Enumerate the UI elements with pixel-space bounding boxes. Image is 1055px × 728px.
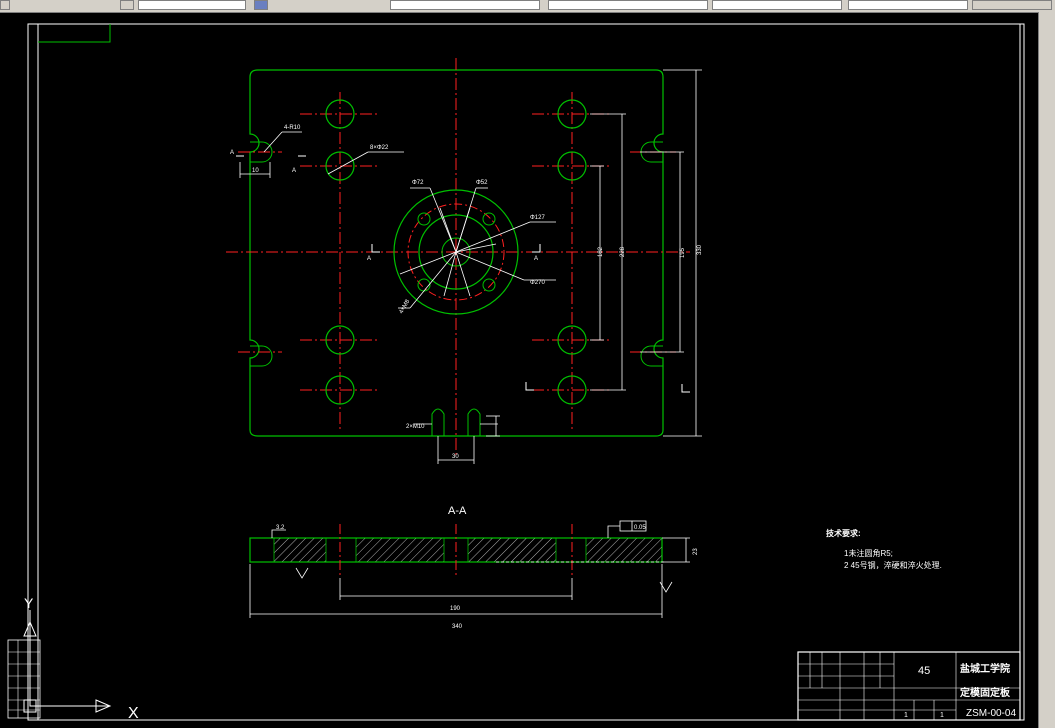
tech-req-1: 1未注圆角R5; <box>844 548 893 558</box>
rough-label: 3.2 <box>276 525 285 531</box>
dim-30: 30 <box>452 454 459 460</box>
school-name: 盐城工学院 <box>960 662 1010 675</box>
ucs-x-label: X <box>128 705 139 722</box>
sec-a-1: A <box>230 150 234 156</box>
drawing-canvas[interactable]: 330 228 182 195 10 30 4-R10 8×Φ22 Φ72 Φ5… <box>0 12 1039 728</box>
bottom-notch-right <box>467 408 481 436</box>
bolt-holes <box>325 99 587 405</box>
toolbar-button[interactable] <box>0 0 10 10</box>
sec-a-3: A <box>367 256 371 262</box>
plan-view: 330 228 182 195 10 30 4-R10 8×Φ22 Φ72 Φ5… <box>226 58 703 464</box>
dimension-lines <box>239 69 702 464</box>
label-8phi22: 8×Φ22 <box>370 145 389 151</box>
central-flange <box>393 189 519 315</box>
tol-label: 0.05 <box>634 525 646 531</box>
section-center-lines <box>339 524 573 576</box>
dim-330: 330 <box>697 244 703 255</box>
dim-190: 190 <box>450 606 461 612</box>
paper-frame <box>27 23 1025 721</box>
drawing-number: ZSM-00-04 <box>966 708 1016 719</box>
section-dim-lines <box>249 520 690 618</box>
plate-outline <box>249 69 664 437</box>
right-toolbar[interactable] <box>1038 12 1055 728</box>
sec-a-4: A <box>534 256 538 262</box>
section-view: A-A 190 <box>249 505 699 630</box>
section-title: A-A <box>448 505 467 517</box>
plotstyle-field[interactable] <box>712 0 842 10</box>
label-phi127: Φ127 <box>530 215 545 221</box>
scale-1: 1 <box>904 712 908 719</box>
layer-icon[interactable] <box>120 0 134 10</box>
dim-340: 340 <box>452 624 463 630</box>
tech-req-2: 2 45号钢，淬硬和淬火处理. <box>844 560 942 570</box>
material: 45 <box>918 665 930 677</box>
ucs-icon: Y X <box>7 595 139 722</box>
dim-10: 10 <box>252 168 259 174</box>
toolbar <box>0 0 1055 13</box>
label-phi72: Φ72 <box>412 180 424 186</box>
corner-mark <box>38 24 111 43</box>
scale-2: 1 <box>940 712 944 719</box>
tech-title: 技术要求: <box>826 528 861 538</box>
dim-23: 23 <box>693 548 699 555</box>
sec-a-2: A <box>292 168 296 174</box>
layer-props-icon[interactable] <box>254 0 268 10</box>
color-field[interactable] <box>848 0 968 10</box>
label-4m8: 4×M8 <box>399 298 412 315</box>
bottom-notch-left <box>431 408 445 436</box>
section-hatch <box>273 537 663 563</box>
ucs-y-label: Y <box>24 595 34 611</box>
part-name: 定模固定板 <box>960 686 1011 699</box>
lineweight-field[interactable] <box>548 0 708 10</box>
border-frame <box>37 23 1021 721</box>
section-markers <box>236 155 690 393</box>
title-block: 45 盐城工学院 定模固定板 ZSM-00-04 1 1 <box>797 651 1021 721</box>
dim-195: 195 <box>680 247 686 258</box>
layer-field[interactable] <box>138 0 246 10</box>
dim-228: 228 <box>620 246 626 257</box>
dim-182: 182 <box>598 246 604 257</box>
tech-requirements: 技术要求: 1未注圆角R5; 2 45号钢，淬硬和淬火处理. <box>826 528 942 570</box>
label-phi52: Φ52 <box>476 180 488 186</box>
label-phi270: Φ270 <box>530 280 545 286</box>
linetype-field[interactable] <box>390 0 540 10</box>
label-4r10: 4-R10 <box>284 125 301 131</box>
toolbar-spacer <box>972 0 1052 10</box>
leaders <box>263 131 556 425</box>
label-2m10: 2×M10 <box>406 424 425 430</box>
